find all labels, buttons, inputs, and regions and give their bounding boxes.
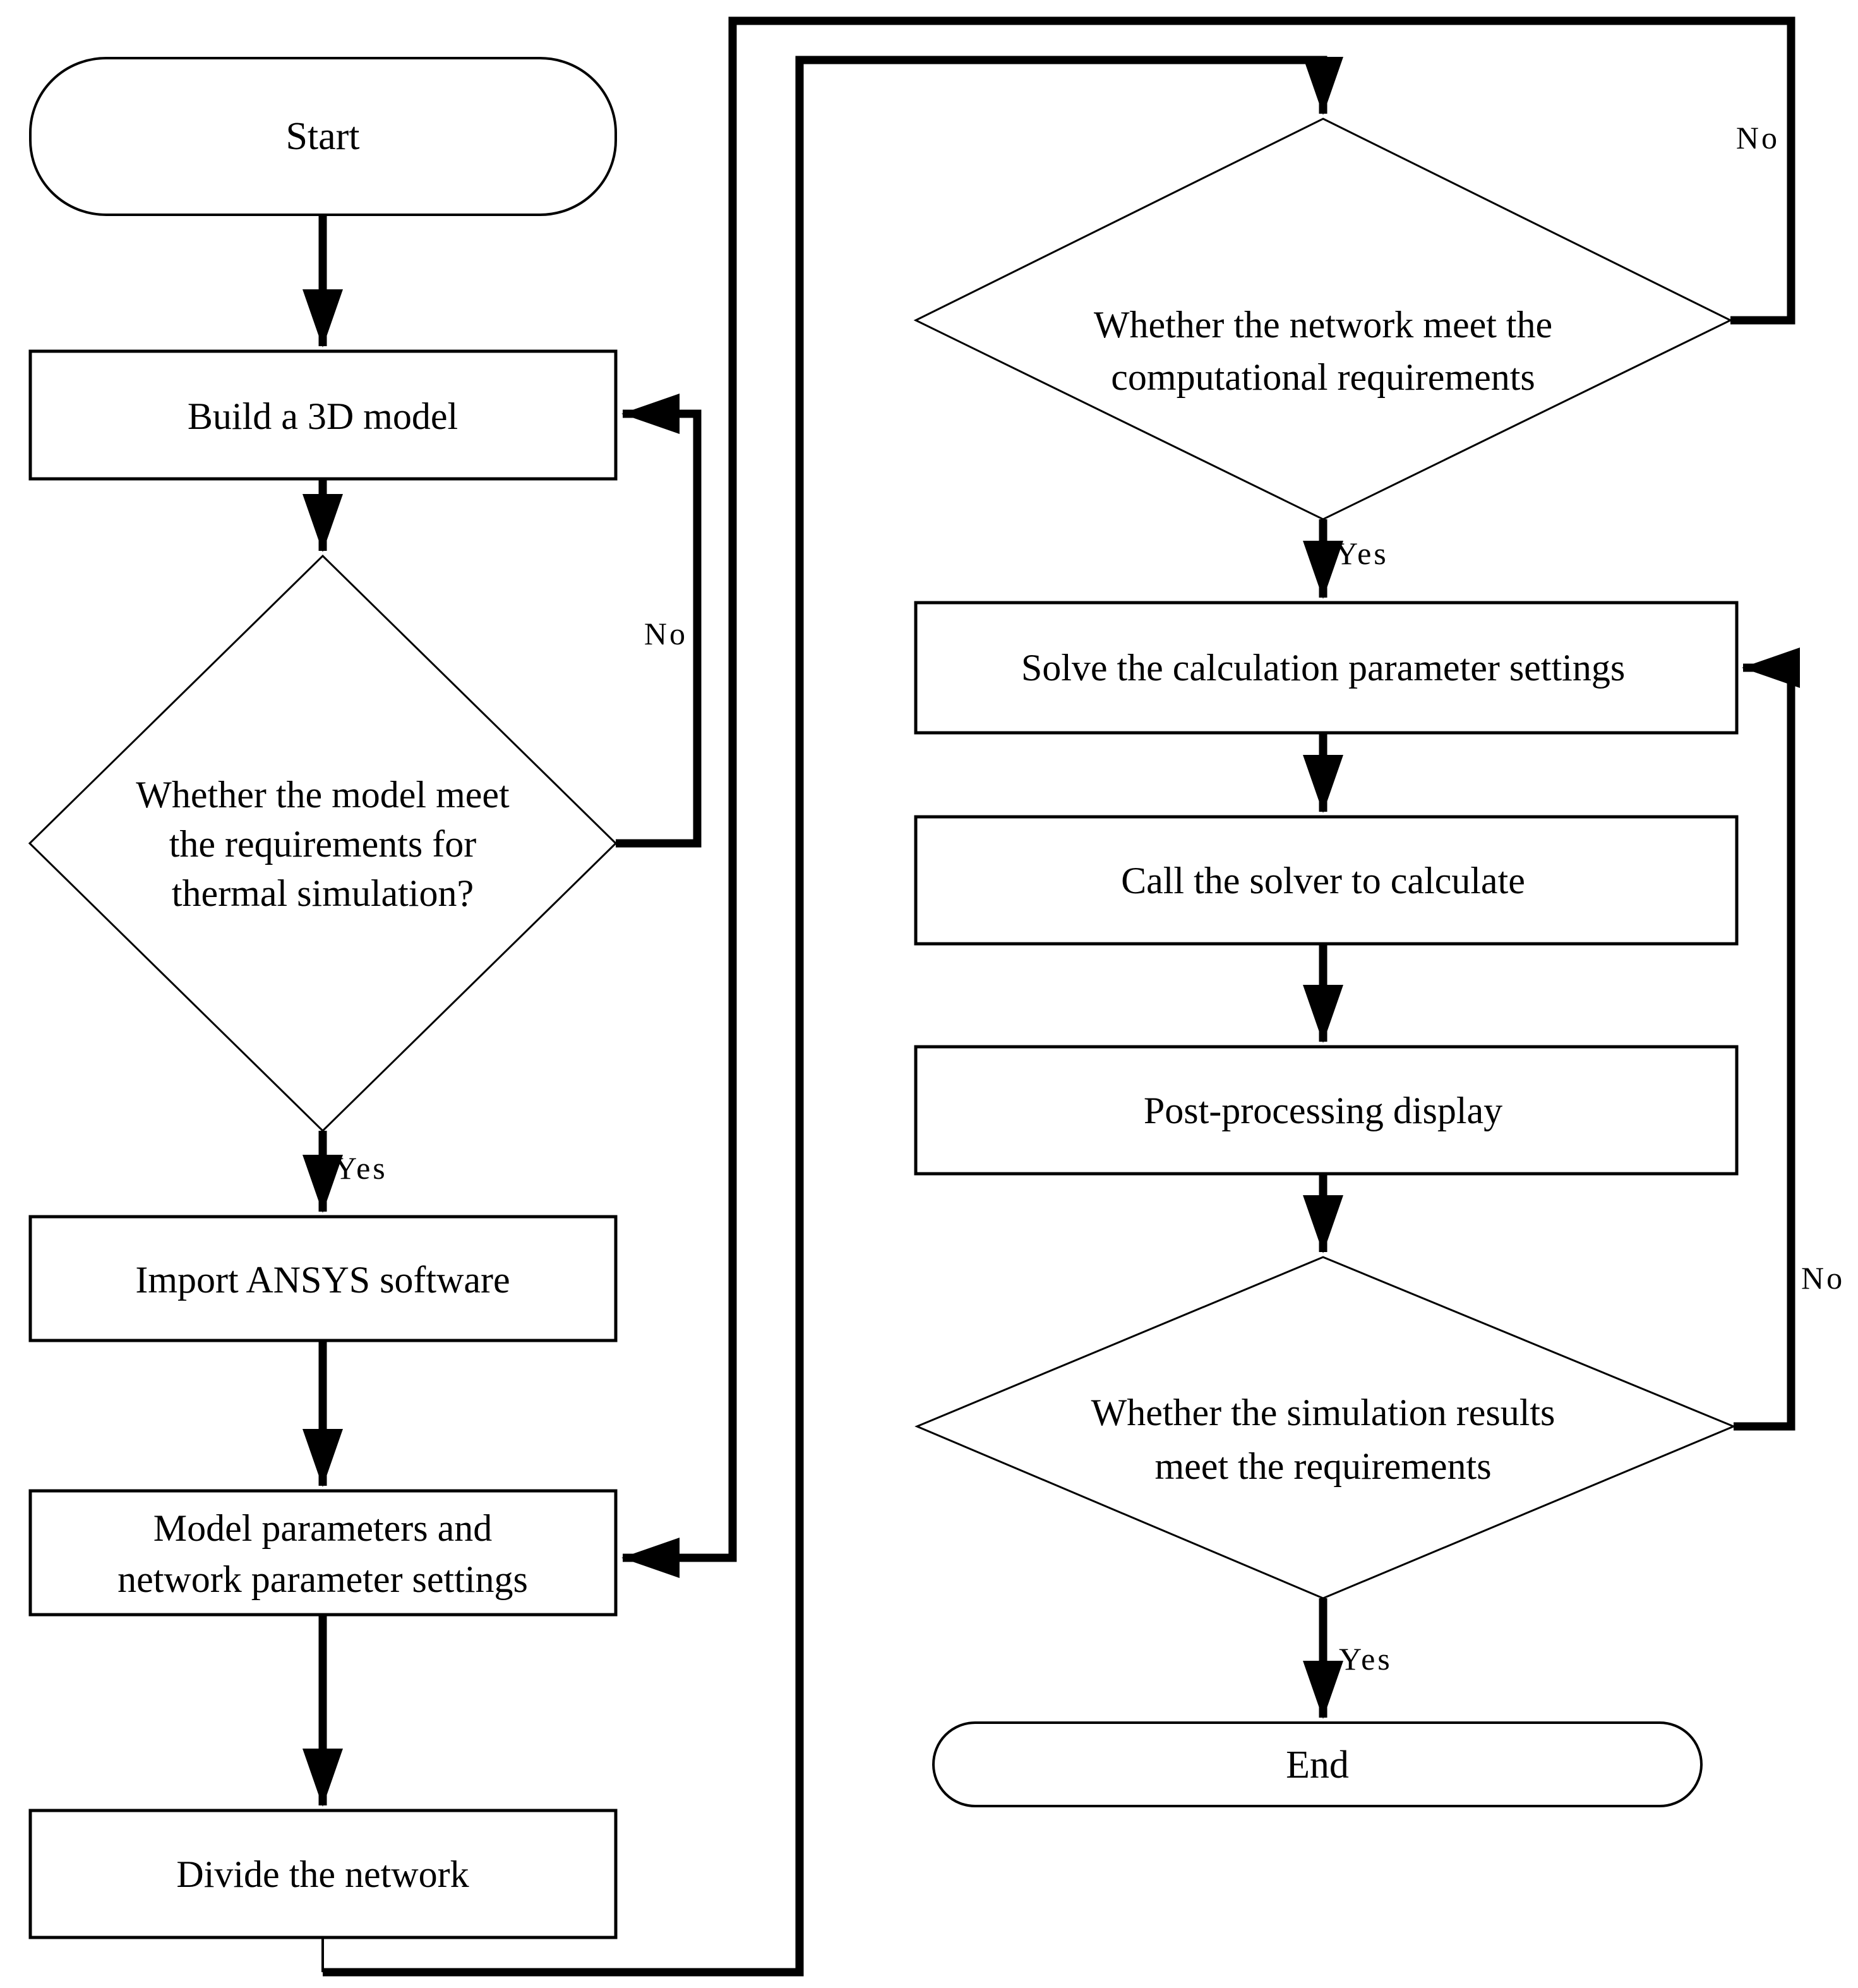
- params-process-shape: [28, 1489, 618, 1617]
- no-label-network: No: [1736, 120, 1780, 155]
- node-build-3d-model: Build a 3D model: [28, 349, 618, 481]
- params-line-2: network parameter settings: [117, 1558, 528, 1600]
- post-label: Post-processing display: [1144, 1090, 1502, 1131]
- diamond-results-line-1: Whether the simulation results: [1091, 1392, 1555, 1433]
- edge-divide-to-diamond-network: [323, 56, 1343, 1977]
- node-call-solver: Call the solver to calculate: [914, 815, 1739, 946]
- node-diamond-network: Whether the network meet the computation…: [913, 117, 1733, 521]
- node-import-ansys: Import ANSYS software: [28, 1215, 618, 1342]
- no-label-results: No: [1801, 1260, 1845, 1296]
- node-diamond-results: Whether the simulation results meet the …: [914, 1256, 1736, 1599]
- diamond-network-line-1: Whether the network meet the: [1094, 304, 1552, 346]
- solve-label: Solve the calculation parameter settings: [1021, 647, 1625, 689]
- node-divide-network: Divide the network: [28, 1809, 618, 1939]
- edge-no-loop-to-params: [621, 16, 1795, 1578]
- node-diamond-model: Whether the model meet the requirements …: [28, 554, 618, 1133]
- diamond-model-shape: [28, 554, 618, 1133]
- start-terminator-shape: [29, 57, 617, 216]
- diamond-model-line-2: the requirements for: [169, 823, 476, 865]
- divide-label: Divide the network: [176, 1853, 469, 1895]
- build-label: Build a 3D model: [188, 395, 458, 437]
- divide-process-shape: [28, 1809, 618, 1939]
- call-process-shape: [914, 815, 1739, 946]
- end-terminator-shape: [932, 1721, 1703, 1807]
- edge-no-loop-to-solve: [1734, 648, 1800, 1431]
- yes-label-model: Yes: [334, 1150, 388, 1186]
- end-label: End: [1286, 1744, 1349, 1786]
- build-process-shape: [28, 349, 618, 481]
- edge-no-loop-to-build: [616, 394, 702, 848]
- diamond-results-shape: [914, 1256, 1736, 1599]
- post-process-shape: [914, 1045, 1739, 1176]
- node-solve-settings: Solve the calculation parameter settings: [914, 601, 1739, 735]
- solve-process-shape: [914, 601, 1739, 735]
- diamond-model-line-3: thermal simulation?: [172, 872, 474, 914]
- start-label: Start: [285, 115, 359, 158]
- call-label: Call the solver to calculate: [1121, 860, 1525, 901]
- diamond-model-line-1: Whether the model meet: [136, 774, 510, 816]
- node-start: Start: [29, 57, 617, 216]
- node-model-parameters: Model parameters and network parameter s…: [28, 1489, 618, 1617]
- yes-label-network: Yes: [1335, 536, 1389, 571]
- diamond-results-line-2: meet the requirements: [1154, 1445, 1491, 1487]
- no-label-model: No: [644, 616, 688, 651]
- node-end: End: [932, 1721, 1703, 1807]
- diamond-network-shape: [913, 117, 1733, 521]
- diamond-network-line-2: computational requirements: [1111, 356, 1535, 398]
- import-label: Import ANSYS software: [135, 1259, 510, 1301]
- yes-label-results: Yes: [1339, 1641, 1393, 1677]
- node-post-processing: Post-processing display: [914, 1045, 1739, 1176]
- params-line-1: Model parameters and: [153, 1507, 492, 1549]
- import-process-shape: [28, 1215, 618, 1342]
